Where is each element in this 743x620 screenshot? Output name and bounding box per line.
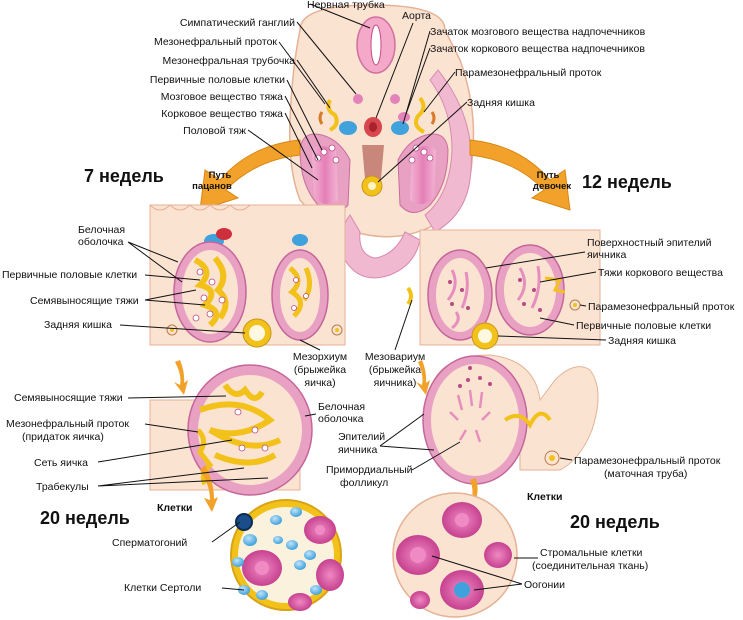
ovary-12w-left (427, 249, 493, 341)
label-paramesonephric-duct-top: Парамезонефральный проток (455, 67, 602, 79)
label-seminiferous-cords-7w: Семявыносящие тяжи (30, 295, 139, 307)
aorta (364, 117, 382, 137)
top-labels: Нервная трубка Аорта Симпатический гангл… (150, 0, 646, 183)
male-7w-labels: Белочная оболочка Первичные половые клет… (2, 224, 347, 389)
label-primordial-follicle-2: фолликул (340, 477, 388, 489)
label-tunica-albuginea-7w-2: оболочка (78, 236, 124, 248)
label-mesovarium-3: яичника) (374, 377, 417, 389)
female-12w-labels: Мезовариум (брыжейка яичника) Поверхност… (365, 237, 735, 389)
female-12-weeks-section (406, 229, 601, 350)
male-7-weeks-section (149, 204, 346, 348)
label-primary-germ-cells-12w: Первичные половые клетки (576, 320, 711, 332)
arrow-boys-path: Путь пацанов (192, 139, 301, 211)
label-paramesonephric-duct-12w: Парамезонефральный проток (588, 301, 735, 313)
cells-label-female: Клетки (527, 491, 563, 503)
hindgut-7w (242, 318, 272, 348)
label-mesonephric-duct-20w-1: Мезонефральный проток (6, 418, 129, 430)
female-20w-labels: Эпителий яичника Примордиальный фолликул… (326, 413, 721, 591)
label-hindgut-top: Задняя кишка (467, 97, 535, 109)
label-rete-testis: Сеть яичка (34, 457, 88, 469)
stage-7-weeks: 7 недель (84, 166, 164, 186)
stage-12-weeks: 12 недель (582, 172, 672, 192)
label-primary-germ-cells-top: Первичные половые клетки (150, 74, 285, 86)
label-cortical-cords: Тяжи коркового вещества (598, 267, 723, 279)
stage-20-weeks-female: 20 недель (570, 512, 660, 532)
neural-tube (356, 16, 396, 74)
label-adrenal-medulla: Зачаток мозгового вещества надпочечников (430, 26, 646, 38)
label-ovarian-epithelium-1: Эпителий (338, 431, 385, 443)
label-tunica-albuginea-20w-2: оболочка (318, 413, 364, 425)
label-mesonephric-duct: Мезонефральный проток (154, 36, 277, 48)
label-stromal-cells-1: Стромальные клетки (540, 547, 643, 559)
male-20w-labels: Семявыносящие тяжи Мезонефральный проток… (6, 392, 365, 594)
label-surface-epithelium-2: яичника (587, 249, 627, 261)
label-paramesonephric-duct-20w-1: Парамезонефральный проток (574, 455, 721, 467)
seminiferous-tubule-detail (230, 499, 344, 611)
girls-path-label-1: Путь (537, 170, 560, 181)
boys-path-label-1: Путь (209, 170, 232, 181)
label-primordial-follicle-1: Примордиальный (326, 464, 413, 476)
label-sertoli-cells: Клетки Сертоли (124, 582, 201, 594)
testis-20w (149, 364, 313, 496)
label-adrenal-cortex: Зачаток коркового вещества надпочечников (430, 43, 645, 55)
label-hindgut-7w: Задняя кишка (44, 319, 112, 331)
adrenal-medulla (339, 121, 357, 135)
hindgut-12w (471, 322, 499, 350)
label-mesorchium-3: яичка) (304, 377, 335, 389)
label-hindgut-12w: Задняя кишка (608, 335, 676, 347)
ovary-cortex-detail (392, 492, 518, 618)
sympathetic-ganglion (353, 94, 363, 104)
label-mesovarium-1: Мезовариум (365, 351, 425, 363)
stage-20-weeks-male: 20 недель (40, 508, 130, 528)
label-surface-epithelium-1: Поверхностный эпителий (587, 237, 712, 249)
label-tunica-albuginea-7w-1: Белочная (78, 224, 125, 236)
label-mesorchium-2: (брыжейка (294, 364, 346, 376)
genital-ridge-right (397, 133, 449, 213)
ovary-12w-right (495, 244, 566, 336)
label-cortical-cord: Корковое вещество тяжа (161, 108, 283, 120)
label-primary-germ-cells-7w: Первичные половые клетки (2, 269, 137, 281)
label-neural-tube: Нервная трубка (307, 0, 385, 11)
testis-7w-left (173, 241, 247, 343)
label-sympathetic-ganglion: Симпатический ганглий (180, 17, 295, 29)
label-aorta: Аорта (402, 10, 431, 22)
label-seminiferous-cords-20w: Семявыносящие тяжи (14, 392, 123, 404)
label-tunica-albuginea-20w-1: Белочная (318, 401, 365, 413)
testis-7w-right (271, 249, 329, 341)
ovary-20w (422, 354, 599, 485)
hindgut-top (361, 175, 383, 197)
label-genital-cord: Половой тяж (183, 125, 246, 137)
arrow-girls-path: Путь девочек (469, 139, 571, 211)
label-oogonia: Оогонии (524, 579, 565, 591)
label-medullary-cord: Мозговое вещество тяжа (161, 91, 283, 103)
label-paramesonephric-duct-20w-2: (маточная труба) (604, 468, 687, 480)
embryo-cross-section (288, 4, 475, 279)
label-trabeculae: Трабекулы (36, 481, 89, 493)
label-mesorchium-1: Мезорхиум (293, 351, 347, 363)
boys-path-label-2: пацанов (192, 181, 232, 192)
label-ovarian-epithelium-2: яичника (338, 444, 378, 456)
adrenal-cortex (398, 112, 410, 122)
label-mesonephric-tubule: Мезонефральная трубочка (163, 55, 296, 67)
label-mesovarium-2: (брыжейка (369, 364, 421, 376)
label-mesonephric-duct-20w-2: (придаток яичка) (22, 431, 104, 443)
spermatogonium-cell (235, 513, 253, 531)
cells-label-male: Клетки (157, 502, 193, 514)
girls-path-label-2: девочек (533, 181, 571, 192)
arrow-down-right (416, 360, 430, 395)
genital-ridge-left (299, 133, 351, 213)
arrow-down-left (174, 360, 188, 395)
label-stromal-cells-2: (соединительная ткань) (532, 560, 648, 572)
label-spermatogonium: Сперматогоний (112, 537, 187, 549)
arrow-cells-left (200, 465, 218, 512)
